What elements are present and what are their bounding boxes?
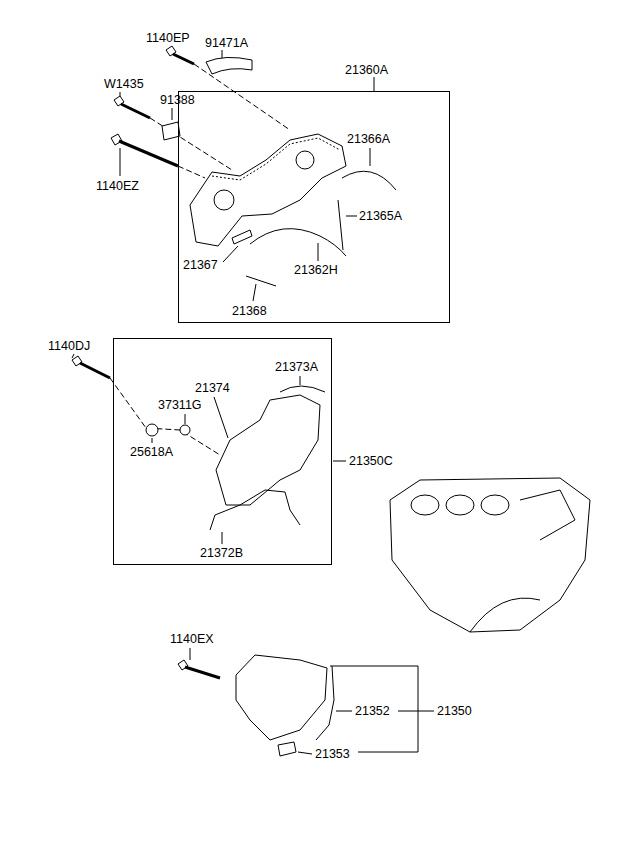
- leader-line: [318, 243, 319, 261]
- callout-number: 21367: [183, 258, 218, 272]
- dashed-line: [150, 118, 232, 170]
- callout-number: 37311G: [158, 398, 202, 412]
- callout-number: 21365A: [359, 209, 402, 223]
- gasket: [316, 666, 334, 740]
- bolt-shank: [185, 667, 220, 678]
- bolt-shank: [119, 141, 178, 166]
- cylinder-bore: [446, 495, 474, 515]
- gasket: [210, 490, 300, 530]
- cylinder-bore: [481, 495, 509, 515]
- leader-line: [346, 216, 357, 217]
- cover-hole: [296, 151, 314, 169]
- callout-number: 21360A: [345, 63, 388, 77]
- callout-number: 1140EZ: [96, 179, 139, 193]
- dashed-line: [194, 64, 290, 130]
- callout-number: 21353: [315, 747, 350, 761]
- leader-line: [418, 711, 434, 712]
- callout-number: 25618A: [130, 445, 173, 459]
- timing-cover-upper: [190, 134, 346, 246]
- block-detail: [470, 598, 540, 632]
- gasket: [280, 386, 325, 392]
- callout-number: 21366A: [347, 132, 390, 146]
- leader-line: [333, 461, 346, 462]
- gasket-piece: [246, 276, 276, 286]
- leader-line: [172, 108, 173, 120]
- callout-number: 1140DJ: [48, 339, 90, 353]
- cylinder-bore: [411, 495, 439, 515]
- gasket: [338, 200, 343, 250]
- bolt-shank: [121, 104, 150, 118]
- leader-line: [120, 92, 121, 96]
- cover-hole: [214, 190, 234, 210]
- callout-number: 21350: [437, 704, 472, 718]
- washer: [146, 424, 158, 436]
- oil-seal: [180, 425, 190, 435]
- callout-number: 21352: [355, 704, 390, 718]
- gasket: [250, 229, 346, 256]
- block-detail: [520, 490, 575, 540]
- parts-group-box: 21350C2137421373A37311G25618A21372B: [113, 338, 332, 565]
- callout-number: 91388: [160, 93, 195, 107]
- dashed-line: [178, 166, 205, 178]
- leader-line: [214, 397, 228, 438]
- callout-number: 21372B: [200, 546, 243, 560]
- leader-line: [120, 148, 121, 176]
- callout-number: 21373A: [275, 360, 318, 374]
- callout-number: 1140EP: [146, 31, 190, 45]
- leader-line: [336, 711, 352, 712]
- bolt-head: [111, 134, 122, 145]
- leader-line: [253, 284, 256, 301]
- callout-number: 91471A: [205, 36, 248, 50]
- leader-line: [72, 354, 74, 358]
- leader-line: [152, 438, 153, 443]
- callout-number: 21362H: [294, 263, 338, 277]
- belt-teeth: [212, 138, 340, 180]
- callout-number: W1435: [104, 77, 144, 91]
- bolt-shank: [80, 363, 110, 378]
- bolt-shank: [173, 54, 194, 64]
- callout-number: 21374: [195, 381, 230, 395]
- leader-line: [374, 77, 375, 91]
- callout-number: 1140EX: [170, 632, 214, 646]
- gasket-piece: [278, 742, 296, 756]
- timing-cover-lower: [236, 655, 327, 740]
- leader-line: [300, 376, 301, 385]
- callout-number: 21350C: [349, 454, 393, 468]
- gasket: [342, 171, 396, 190]
- callout-number: 21368: [232, 304, 267, 318]
- leader-line: [222, 532, 223, 544]
- leader-line: [222, 50, 223, 58]
- timing-cover-middle: [216, 395, 320, 505]
- parts-group-box: 21360A21366A21365A21362H2136721368: [178, 91, 450, 323]
- engine-block: [390, 478, 590, 632]
- bracket: [206, 57, 252, 74]
- leader-line: [185, 414, 186, 424]
- leader-line: [398, 711, 418, 712]
- leader-line: [298, 752, 312, 754]
- gasket-piece: [232, 230, 252, 244]
- leader-line: [223, 246, 238, 262]
- bracket-line: [330, 666, 418, 752]
- leader-line: [370, 148, 371, 166]
- leader-line: [190, 648, 191, 660]
